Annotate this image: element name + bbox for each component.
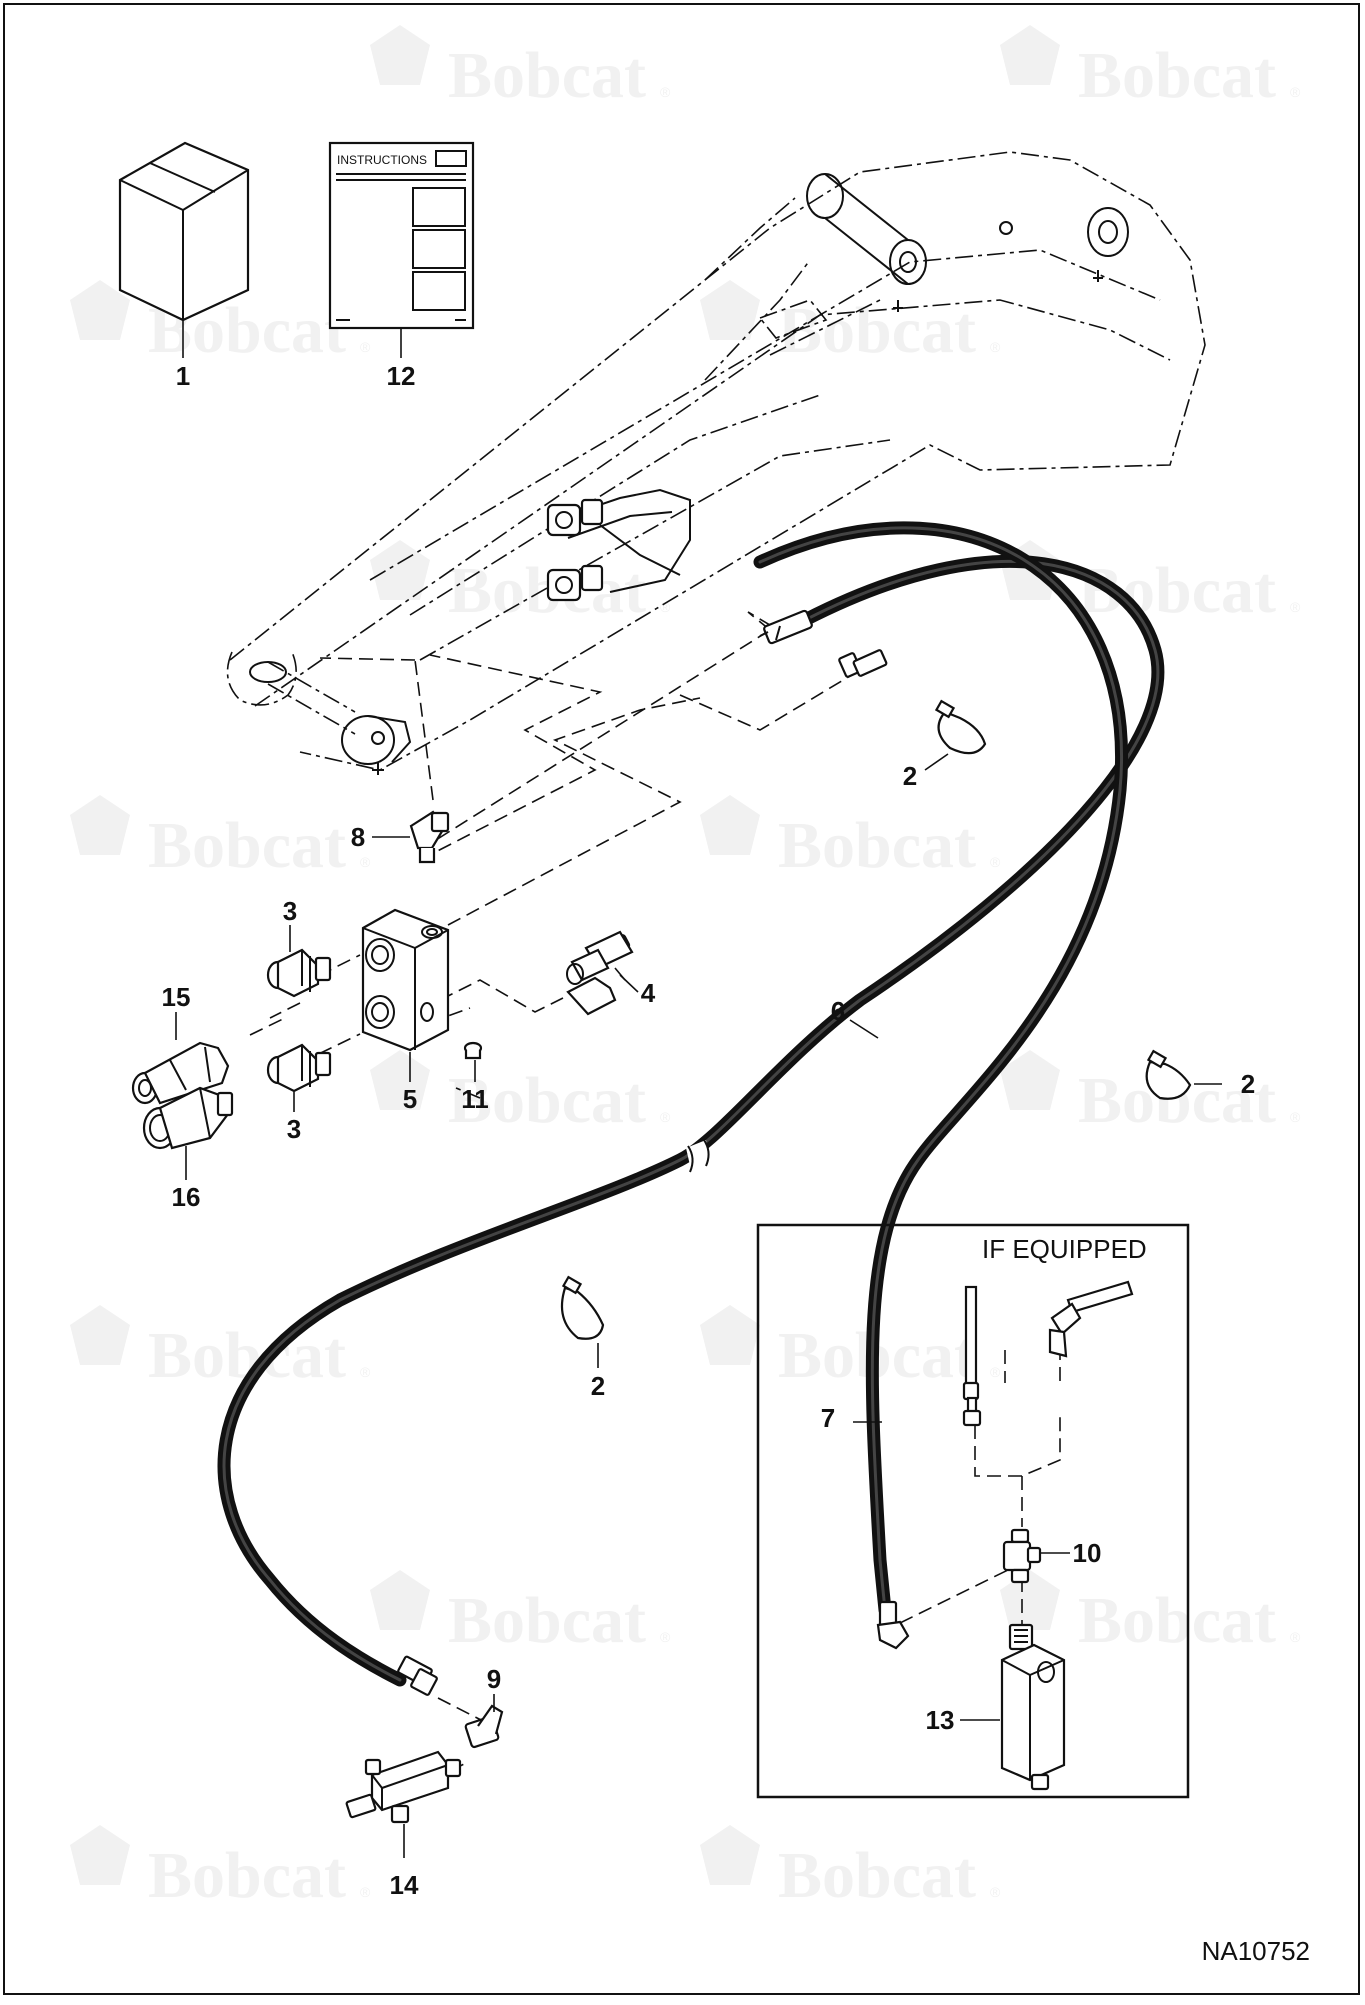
watermark-text: Bobcat [1078,39,1276,112]
part-4-check-valve [566,930,634,1016]
label-part-10: 10 [1073,1538,1102,1568]
watermark-reg-mark: ® [360,339,371,355]
watermark-reg-mark: ® [660,1629,671,1645]
watermark-reg-mark: ® [360,1364,371,1380]
label-part-5: 5 [403,1084,417,1114]
label-part-8: 8 [351,822,365,852]
page-border [3,3,1360,1995]
watermark-tile: Bobcat ® [700,795,1001,882]
watermark-tile: Bobcat ® [70,1825,371,1912]
watermark-tile: Bobcat ® [700,1825,1001,1912]
part-2-cable-tie-lower [560,1275,605,1368]
part-11-plug [463,1041,483,1082]
watermark-reg-mark: ® [990,854,1001,870]
watermark-reg-mark: ® [660,599,671,615]
watermark-reg-mark: ® [990,1884,1001,1900]
part-labels: 1 12 8 3 15 4 6 5 11 3 16 2 2 2 7 10 13 … [162,361,1256,1900]
watermark-reg-mark: ® [660,84,671,100]
hose-assemblies [217,521,1165,1687]
watermark-reg-mark: ® [990,1364,1001,1380]
label-part-15: 15 [162,982,191,1012]
watermark-tile: Bobcat ® [70,795,371,882]
watermark-text: Bobcat [448,1064,646,1137]
part-9-elbow-fitting [464,1694,504,1749]
watermark-reg-mark: ® [660,1109,671,1125]
watermark-text: Bobcat [778,809,976,882]
part-5-valve-block [361,908,450,1082]
watermark-text: Bobcat [778,1839,976,1912]
label-part-3-upper: 3 [283,896,297,926]
label-part-7: 7 [821,1403,835,1433]
inset-title: IF EQUIPPED [982,1234,1147,1264]
label-part-11: 11 [461,1084,489,1114]
label-part-3-lower: 3 [287,1114,301,1144]
part-15-quick-coupler-male [131,1012,230,1105]
watermark-layer: Bobcat®Bobcat®Bobcat®Bobcat®Bobcat®Bobca… [70,25,1301,1912]
watermark-text: Bobcat [448,39,646,112]
label-part-2-lower: 2 [591,1371,605,1401]
watermark-reg-mark: ® [990,339,1001,355]
watermark-reg-mark: ® [360,854,371,870]
watermark-reg-mark: ® [1290,1629,1301,1645]
watermark-reg-mark: ® [1290,84,1301,100]
label-part-14: 14 [390,1870,419,1900]
watermark-text: Bobcat [1078,1584,1276,1657]
watermark-tile: Bobcat ® [700,280,1001,367]
inset-if-equipped: IF EQUIPPED [756,1223,1190,1799]
watermark-tile: Bobcat ® [1000,1570,1301,1657]
label-part-12: 12 [387,361,416,391]
part-14-tee-block [345,1750,462,1858]
label-part-2-right: 2 [1241,1069,1255,1099]
part-3-adapter-lower [266,1043,332,1112]
part-16-quick-coupler-female [142,1086,234,1180]
drawing-id: NA10752 [1202,1936,1310,1966]
watermark-tile: Bobcat ® [1000,25,1301,112]
watermark-tile: Bobcat ® [370,25,671,112]
watermark-text: Bobcat [778,294,976,367]
part-12-instructions-sheet: INSTRUCTIONS [328,141,475,358]
hose-end-fittings [397,609,910,1696]
part-8-elbow-fitting [409,810,450,864]
label-part-13: 13 [926,1705,955,1735]
watermark-reg-mark: ® [360,1884,371,1900]
watermark-text: Bobcat [148,809,346,882]
excavator-arm-outline [226,151,1206,775]
label-part-4: 4 [641,978,656,1008]
watermark-text: Bobcat [148,1839,346,1912]
label-part-9: 9 [487,1664,501,1694]
part-1-box [118,141,250,358]
label-part-1: 1 [176,361,190,391]
watermark-reg-mark: ® [1290,1109,1301,1125]
watermark-text: Bobcat [448,1584,646,1657]
label-part-16: 16 [172,1182,201,1212]
watermark-tile: Bobcat ® [370,1050,671,1137]
part-2-cable-tie-upper [924,699,987,771]
watermark-reg-mark: ® [1290,599,1301,615]
part-2-cable-tie-right [1145,1049,1222,1100]
label-part-6: 6 [831,996,845,1026]
part-3-adapter-upper [266,925,332,998]
label-part-2-upper: 2 [903,761,917,791]
instructions-title: INSTRUCTIONS [337,153,427,167]
watermark-tile: Bobcat ® [370,1570,671,1657]
